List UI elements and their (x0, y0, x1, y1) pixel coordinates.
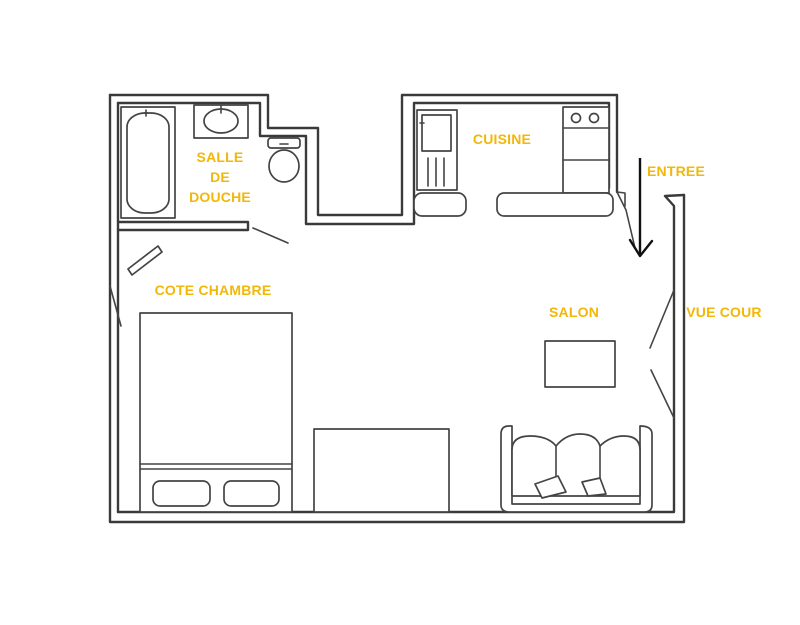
sofa-icon (500, 425, 653, 513)
toilet-icon (267, 137, 301, 183)
kitchen-label: CUISINE (473, 131, 531, 147)
down-arrow-icon (628, 158, 654, 258)
bed-icon (139, 312, 293, 513)
bathroom-label-line3: DOUCHE (189, 189, 251, 205)
living-room-label: SALON (549, 304, 599, 320)
coffee-table-icon (544, 340, 616, 388)
bathtub-icon (120, 106, 176, 219)
bathroom-label-line2: DE (210, 169, 230, 185)
kitchen-counter-right (496, 192, 614, 217)
kitchen-sink-icon (416, 109, 458, 191)
stove-icon (562, 106, 610, 194)
walls (108, 93, 686, 524)
bathroom-label-line1: SALLE (197, 149, 244, 165)
table (313, 428, 450, 513)
room-labels: SALLE DE DOUCHE CUISINE ENTREE COTE CHAM… (155, 131, 762, 320)
courtyard-view-label: VUE COUR (686, 304, 762, 320)
entrance-label: ENTREE (647, 163, 705, 179)
kitchen-counter-left (413, 192, 467, 217)
washbasin-icon (193, 104, 249, 139)
bedroom-label: COTE CHAMBRE (155, 282, 272, 298)
